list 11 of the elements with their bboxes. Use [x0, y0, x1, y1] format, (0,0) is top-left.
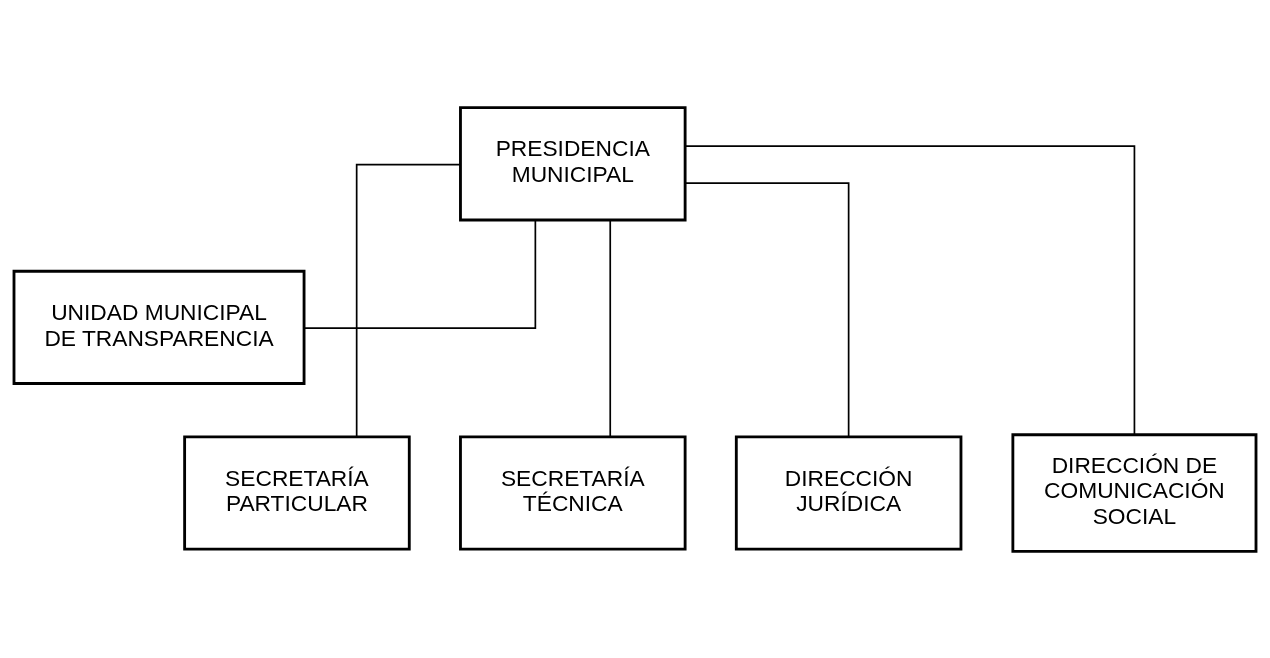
node-box: SECRETARÍA PARTICULAR: [183, 434, 411, 551]
node-box: SECRETARÍA TÉCNICA: [459, 434, 687, 551]
node-box: UNIDAD MUNICIPAL DE TRANSPARENCIA: [12, 269, 306, 385]
connector: [303, 219, 537, 329]
node-box: PRESIDENCIA MUNICIPAL: [459, 105, 687, 221]
connector: [684, 144, 1136, 435]
connector: [609, 218, 612, 437]
node-box: DIRECCIÓN DE COMUNICACIÓN SOCIAL: [1011, 432, 1258, 553]
connector: [684, 181, 850, 437]
node-box: DIRECCIÓN JURÍDICA: [734, 434, 963, 551]
connector: [355, 163, 462, 437]
